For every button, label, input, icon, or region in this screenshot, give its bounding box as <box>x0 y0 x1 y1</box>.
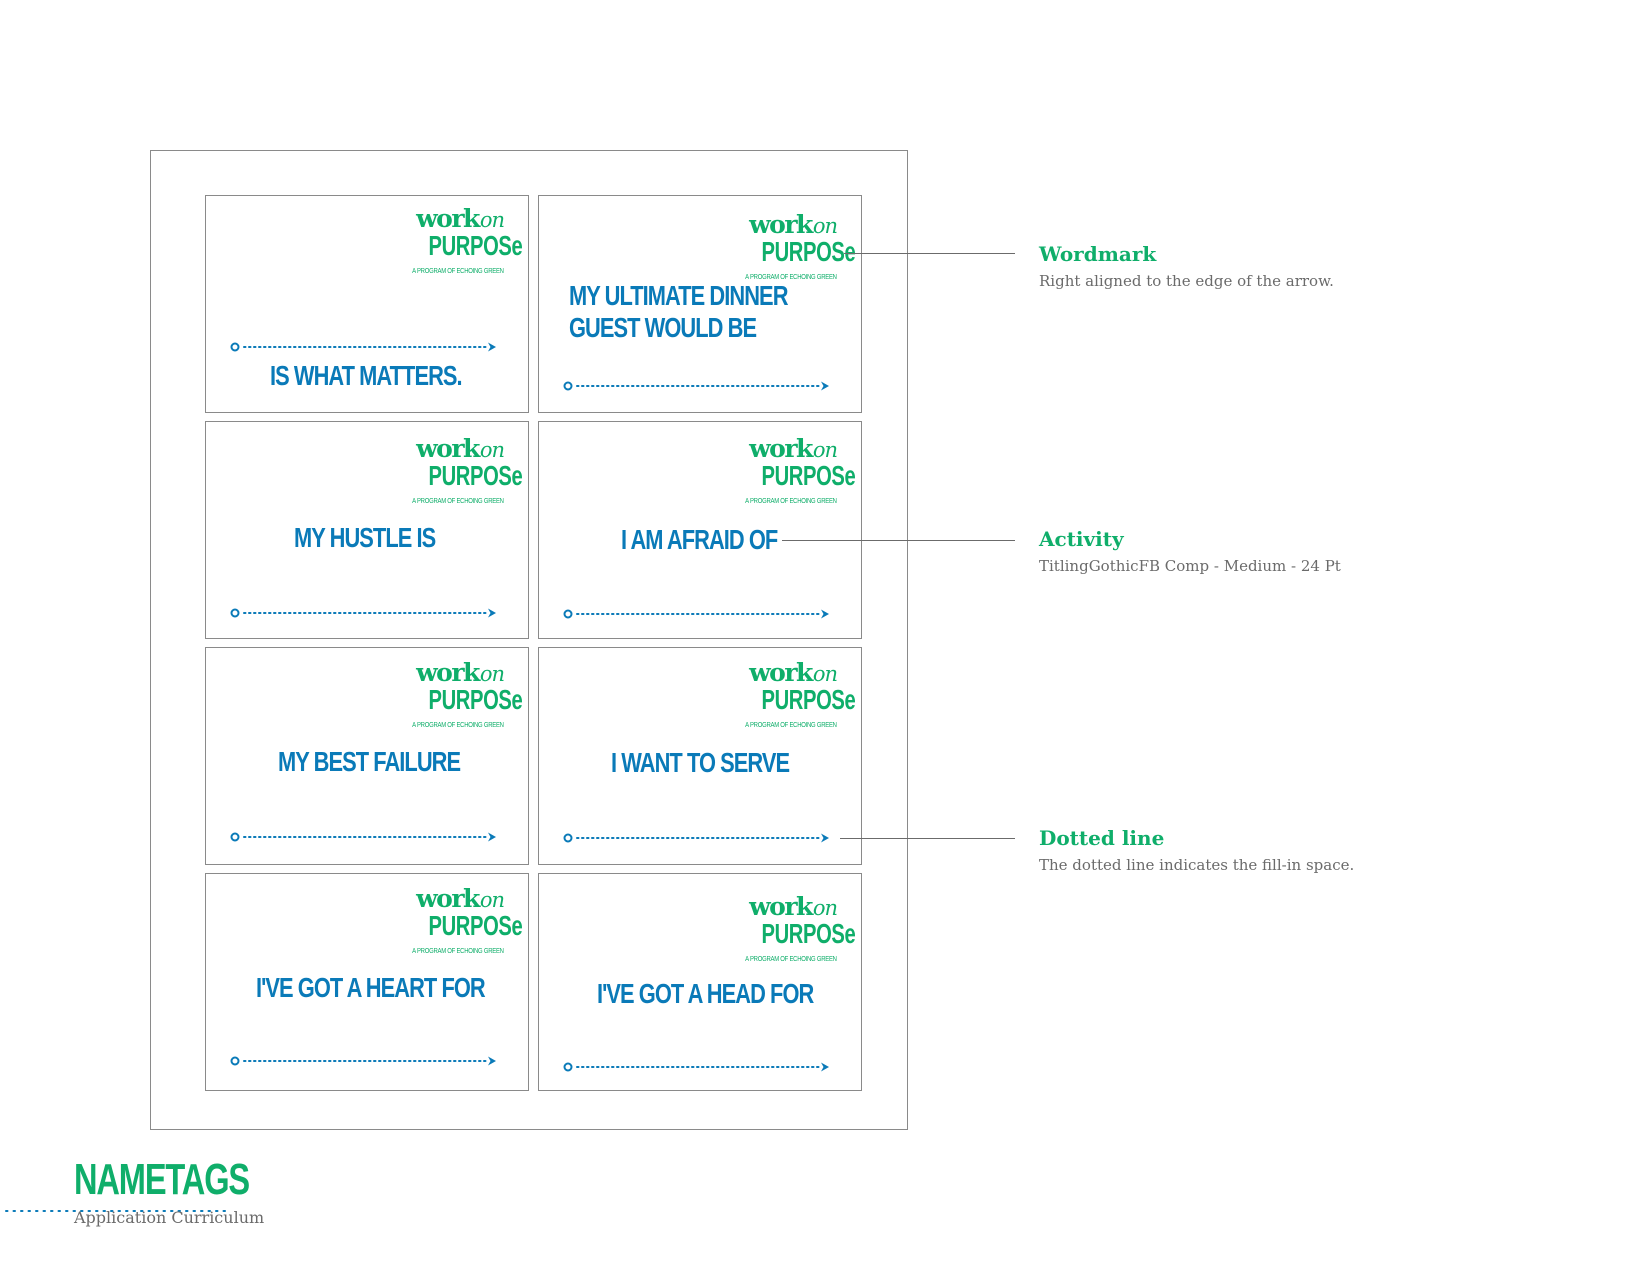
wordmark: workon PURPOSe A PROGRAM OF ECHOING GREE… <box>725 658 855 732</box>
prompt-line: MY HUSTLE IS <box>294 522 436 553</box>
wordmark-purpose: PURPOSe <box>761 684 856 715</box>
prompt-line: I'VE GOT A HEAD FOR <box>597 978 814 1009</box>
wordmark-on: on <box>812 438 838 462</box>
nametag-prompt: MY HUSTLE IS <box>294 522 436 554</box>
nametag-prompt: MY BEST FAILURE <box>278 746 461 778</box>
nametag-prompt: I'VE GOT A HEAD FOR <box>597 978 814 1010</box>
prompt-line: MY ULTIMATE DINNER <box>569 280 788 311</box>
prompt-line: I'VE GOT A HEART FOR <box>256 972 486 1003</box>
wordmark: workon PURPOSe A PROGRAM OF ECHOING GREE… <box>725 210 855 284</box>
activity-leader-line <box>782 540 1015 541</box>
wordmark-leader-line <box>844 253 1015 254</box>
annotation-activity-title: Activity <box>1039 527 1124 551</box>
footer-dotted-rule <box>4 1200 230 1212</box>
nametag-prompt: I WANT TO SERVE <box>611 747 790 779</box>
wordmark-work: work <box>749 210 813 239</box>
annotation-wordmark-title: Wordmark <box>1039 242 1157 266</box>
wordmark-subline: A PROGRAM OF ECHOING GREEN <box>745 956 837 963</box>
wordmark-purpose: PURPOSe <box>428 910 523 941</box>
annotation-activity-description: TitlingGothicFB Comp - Medium - 24 Pt <box>1039 557 1341 575</box>
nametag-prompt: I AM AFRAID OF <box>621 524 778 556</box>
wordmark-purpose: PURPOSe <box>761 236 856 267</box>
wordmark-work: work <box>416 884 480 913</box>
wordmark-work: work <box>749 658 813 687</box>
wordmark-work: work <box>416 658 480 687</box>
wordmark-work: work <box>416 204 480 233</box>
wordmark-purpose: PURPOSe <box>428 230 523 261</box>
prompt-line: I AM AFRAID OF <box>621 524 778 555</box>
wordmark-on: on <box>479 438 505 462</box>
dotted-fill-line <box>563 607 833 621</box>
wordmark: workon PURPOSe A PROGRAM OF ECHOING GREE… <box>725 434 855 508</box>
wordmark-on: on <box>812 662 838 686</box>
annotation-dotted-line-description: The dotted line indicates the fill-in sp… <box>1039 856 1355 874</box>
wordmark-on: on <box>479 208 505 232</box>
wordmark: workon PURPOSe A PROGRAM OF ECHOING GREE… <box>725 892 855 966</box>
prompt-line: IS WHAT MATTERS. <box>270 360 463 391</box>
wordmark-work: work <box>416 434 480 463</box>
dotted-fill-line <box>563 831 833 845</box>
nametag-3: workon PURPOSe A PROGRAM OF ECHOING GREE… <box>205 421 529 639</box>
wordmark-work: work <box>749 434 813 463</box>
dotted-fill-line <box>230 1054 500 1068</box>
wordmark-subline: A PROGRAM OF ECHOING GREEN <box>745 274 837 281</box>
nametag-prompt: I'VE GOT A HEART FOR <box>256 972 486 1004</box>
wordmark-on: on <box>479 662 505 686</box>
prompt-line: I WANT TO SERVE <box>611 747 790 778</box>
wordmark-subline: A PROGRAM OF ECHOING GREEN <box>745 498 837 505</box>
dotted-fill-line <box>563 1060 833 1074</box>
wordmark: workon PURPOSe A PROGRAM OF ECHOING GREE… <box>392 204 522 278</box>
nametag-1: workon PURPOSe A PROGRAM OF ECHOING GREE… <box>205 195 529 413</box>
wordmark: workon PURPOSe A PROGRAM OF ECHOING GREE… <box>392 434 522 508</box>
nametag-6: workon PURPOSe A PROGRAM OF ECHOING GREE… <box>538 647 862 865</box>
wordmark-purpose: PURPOSe <box>428 684 523 715</box>
prompt-line: GUEST WOULD BE <box>569 312 757 343</box>
wordmark-subline: A PROGRAM OF ECHOING GREEN <box>412 948 504 955</box>
nametag-7: workon PURPOSe A PROGRAM OF ECHOING GREE… <box>205 873 529 1091</box>
annotation-dotted-line-title: Dotted line <box>1039 826 1165 850</box>
wordmark-on: on <box>812 896 838 920</box>
wordmark: workon PURPOSe A PROGRAM OF ECHOING GREE… <box>392 658 522 732</box>
nametag-prompt: IS WHAT MATTERS. <box>270 360 463 392</box>
wordmark-on: on <box>812 214 838 238</box>
wordmark-subline: A PROGRAM OF ECHOING GREEN <box>745 722 837 729</box>
wordmark: workon PURPOSe A PROGRAM OF ECHOING GREE… <box>392 884 522 958</box>
nametag-4: workon PURPOSe A PROGRAM OF ECHOING GREE… <box>538 421 862 639</box>
wordmark-on: on <box>479 888 505 912</box>
wordmark-purpose: PURPOSe <box>428 460 523 491</box>
wordmark-purpose: PURPOSe <box>761 918 856 949</box>
dotted-line-leader-line <box>840 838 1015 839</box>
wordmark-work: work <box>749 892 813 921</box>
dotted-fill-line <box>230 830 500 844</box>
nametag-prompt: MY ULTIMATE DINNER GUEST WOULD BE <box>569 280 788 344</box>
footer-subtitle: Application Curriculum <box>74 1208 265 1227</box>
footer-title: NAMETAGS <box>74 1155 250 1204</box>
nametag-8: workon PURPOSe A PROGRAM OF ECHOING GREE… <box>538 873 862 1091</box>
annotation-wordmark-description: Right aligned to the edge of the arrow. <box>1039 272 1334 290</box>
wordmark-subline: A PROGRAM OF ECHOING GREEN <box>412 498 504 505</box>
dotted-fill-line <box>230 606 500 620</box>
wordmark-subline: A PROGRAM OF ECHOING GREEN <box>412 722 504 729</box>
prompt-line: MY BEST FAILURE <box>278 746 461 777</box>
wordmark-subline: A PROGRAM OF ECHOING GREEN <box>412 268 504 275</box>
nametag-5: workon PURPOSe A PROGRAM OF ECHOING GREE… <box>205 647 529 865</box>
nametag-sheet <box>150 150 908 1130</box>
nametag-2: workon PURPOSe A PROGRAM OF ECHOING GREE… <box>538 195 862 413</box>
dotted-fill-line <box>230 340 500 354</box>
wordmark-purpose: PURPOSe <box>761 460 856 491</box>
dotted-fill-line <box>563 379 833 393</box>
